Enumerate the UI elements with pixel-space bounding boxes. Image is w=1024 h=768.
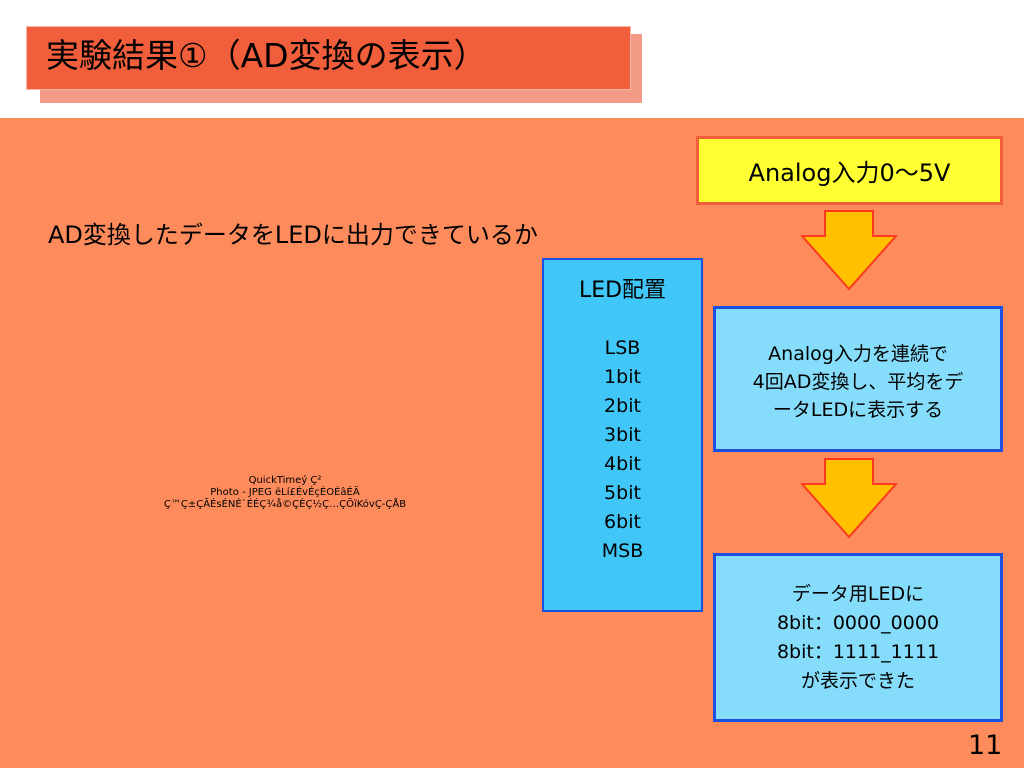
quicktime-placeholder: QuickTimeý Ç² Photo - JPEG ëLí£ÉvÉçÉOÉâÉ… [125, 475, 445, 511]
page-number: 11 [968, 730, 1003, 761]
led-bit-item: 2bit [604, 395, 641, 417]
placeholder-line: QuickTimeý Ç² [248, 475, 322, 486]
process-line: 4回AD変換し、平均をデ [752, 371, 964, 393]
result-line: 8bit：1111_1111 [776, 641, 940, 663]
led-bit-item: 6bit [604, 511, 641, 533]
slide-subtitle: AD変換したデータをLEDに出力できているか [48, 221, 538, 249]
down-arrow-icon [801, 210, 897, 290]
led-bit-item: MSB [601, 540, 644, 562]
led-bit-item: LSB [604, 337, 641, 359]
analog-input-label: Analog入力0～5V [748, 159, 951, 187]
result-box: データ用LEDに 8bit：0000_0000 8bit：1111_1111 が… [713, 553, 1003, 722]
title-band [26, 26, 631, 90]
process-box: Analog入力を連続で 4回AD変換し、平均をデ ータLEDに表示する [713, 306, 1003, 452]
led-bit-item: 5bit [604, 482, 641, 504]
led-config-title: LED配置 [578, 278, 667, 303]
process-line: ータLEDに表示する [772, 399, 944, 421]
placeholder-line: Photo - JPEG ëLí£ÉvÉçÉOÉâÉÄ [210, 487, 360, 498]
down-arrow-icon [801, 458, 897, 538]
led-config-box: LED配置 LSB 1bit 2bit 3bit 4bit 5bit 6bit … [542, 258, 703, 612]
led-bit-list: LSB 1bit 2bit 3bit 4bit 5bit 6bit MSB [544, 334, 701, 566]
process-line: Analog入力を連続で [768, 343, 948, 365]
result-line: データ用LEDに [791, 583, 925, 605]
led-bit-item: 1bit [604, 366, 641, 388]
slide-title: 実験結果①（AD変換の表示） [46, 36, 487, 75]
analog-input-box: Analog入力0～5V [696, 136, 1003, 205]
placeholder-line: Ç™Ç±ÇÃÉsÉNÉ`ÉÉÇ¾å©ÇÈÇ½Ç…ÇÕïKóvÇ-ÇÅB [163, 499, 407, 510]
result-line: が表示できた [800, 670, 915, 692]
result-line: 8bit：0000_0000 [776, 612, 940, 634]
led-bit-item: 4bit [604, 453, 641, 475]
led-bit-item: 3bit [604, 424, 641, 446]
